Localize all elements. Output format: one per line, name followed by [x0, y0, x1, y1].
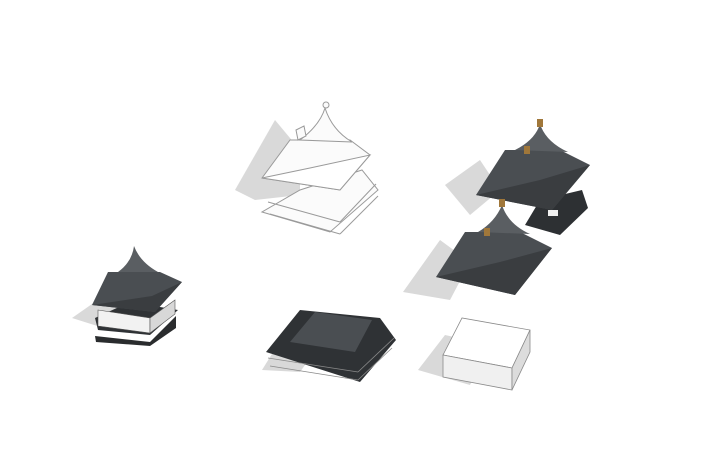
stone-base-slab[interactable]: [266, 310, 396, 382]
wireframe-pagoda[interactable]: [260, 101, 379, 235]
white-box[interactable]: [442, 317, 531, 391]
small-pagoda[interactable]: [92, 246, 182, 346]
dark-pagoda-upper[interactable]: [476, 119, 590, 235]
dark-pagoda-lower[interactable]: [436, 199, 552, 295]
